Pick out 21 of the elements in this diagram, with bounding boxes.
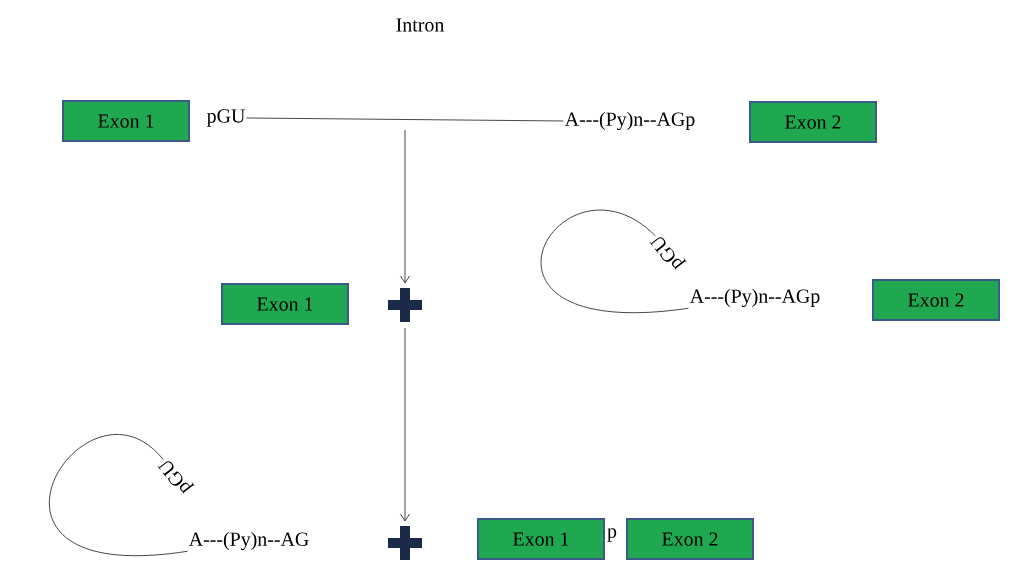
sequence-label: pGU [649,237,687,270]
sequence-label: p [607,528,617,542]
sequence-label: pGU [157,461,195,494]
sequence-label: A---(Py)n--AG [188,531,309,551]
arrow [400,327,410,522]
exon-box: Exon 2 [626,518,754,560]
sequence-label: A---(Py)n--AGp [689,288,820,308]
lariat-loop [48,434,188,557]
exon-box: Exon 1 [221,283,349,325]
lariat-loop [540,210,689,314]
exon-box: Exon 1 [62,100,190,142]
exon-box: Exon 2 [749,101,877,143]
sequence-label: pGU [206,109,245,127]
plus-sign [388,526,422,560]
sequence-label: A---(Py)n--AGp [564,111,695,131]
intron-line [246,117,564,122]
exon-box: Exon 2 [872,279,1000,321]
intron-label: Intron [396,18,445,32]
exon-box: Exon 1 [477,518,605,560]
arrow [400,129,410,284]
plus-sign [388,288,422,322]
